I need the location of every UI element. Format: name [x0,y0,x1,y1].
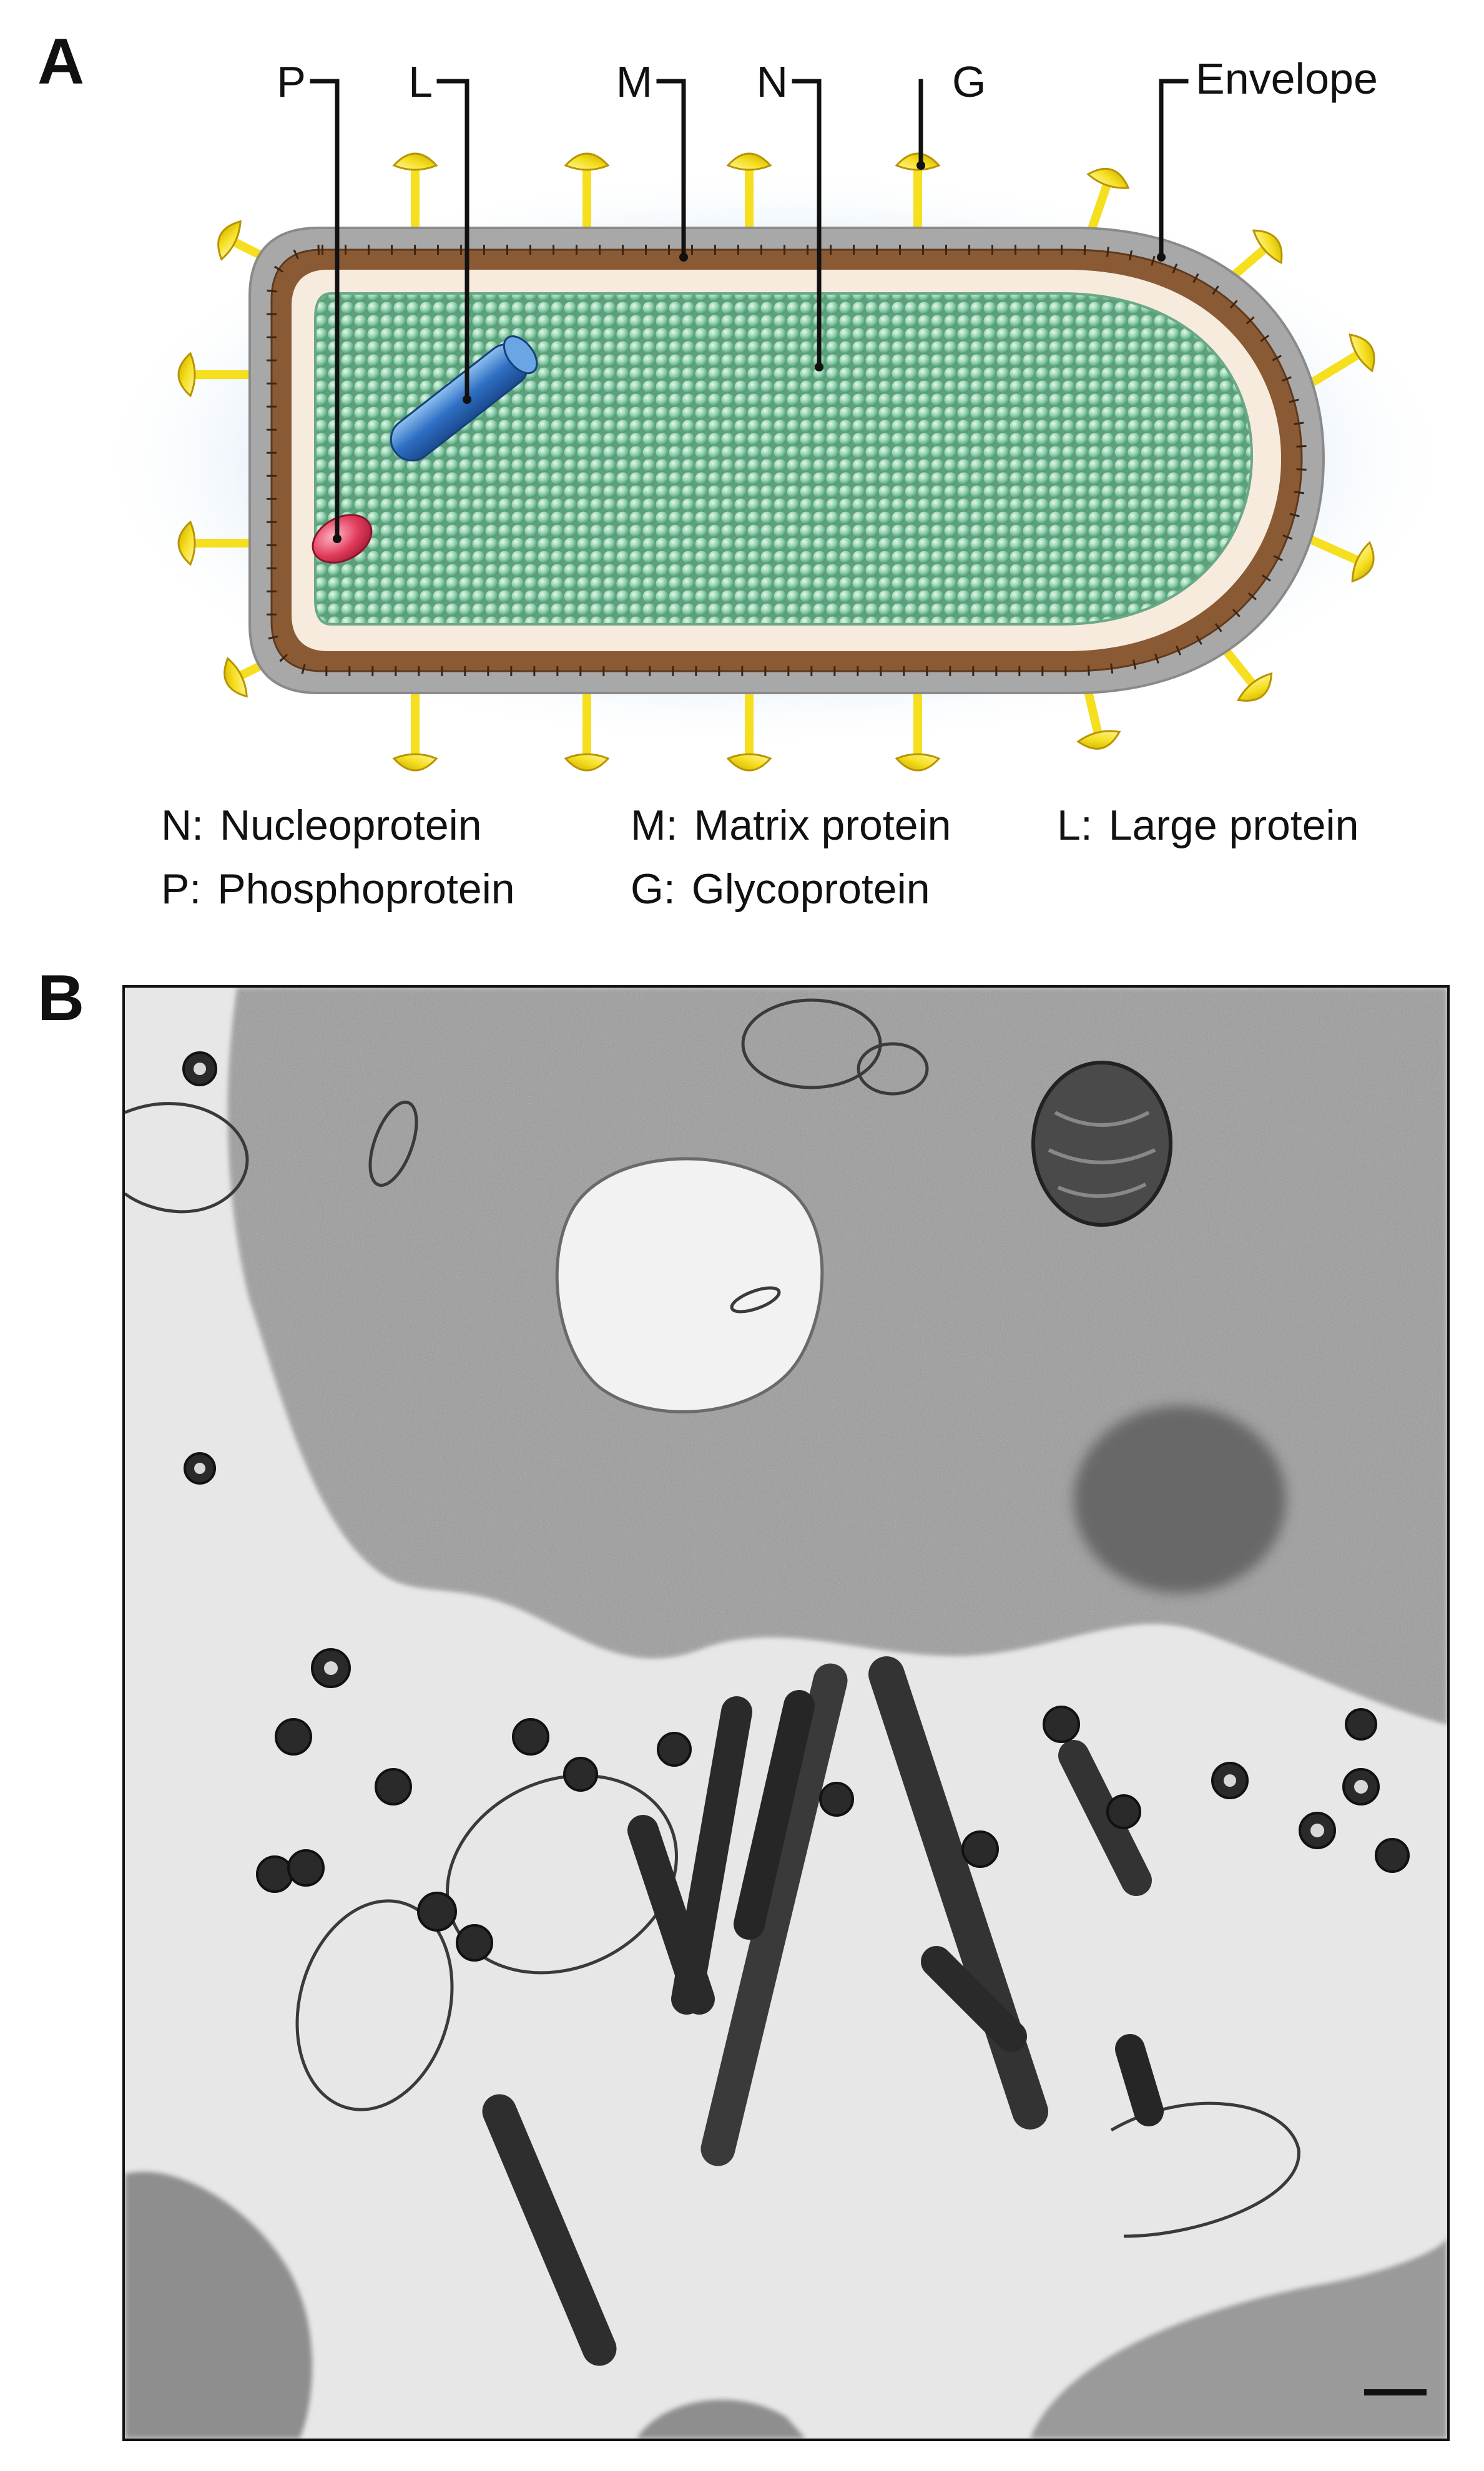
glycoprotein-stalk [1303,533,1363,566]
glycoprotein-head [726,152,772,171]
glycoprotein-head [1237,672,1273,702]
virion-rods [482,1656,1164,2366]
legend-nucleoprotein: N: Nucleoprotein [161,801,482,850]
glycoprotein-head [224,657,248,698]
glycoprotein-head [1349,333,1375,373]
glycoprotein-head [1351,541,1375,583]
callout-p: P [277,57,306,106]
mitochondrion [1031,1061,1172,1227]
callout-envelope: Envelope [1196,54,1378,103]
legend-name: Glycoprotein [691,865,930,913]
glycoprotein-head [564,753,610,772]
dense-region [1074,1406,1286,1593]
glycoprotein-head [726,753,772,772]
glycoprotein-head [895,753,941,772]
glycoprotein-head [895,152,941,171]
callout-lines [310,79,1189,541]
glycoprotein-stalk [1085,179,1113,238]
legend-large-protein: L: Large protein [1057,801,1359,850]
glycoprotein-head [1076,730,1121,750]
virion-cross-sections [182,1051,1410,1962]
glycoprotein-head [217,220,242,261]
scale-bar [1364,2389,1427,2395]
glycoprotein-stalk [1302,349,1364,391]
vacuole [555,1157,824,1413]
legend-name: Matrix protein [694,802,951,849]
panel-a-letter: A [37,26,85,98]
cell-fragment-bottom [1030,2236,1447,2439]
legend-matrix-protein: M: Matrix protein [631,801,951,850]
callout-n: N [756,57,788,106]
electron-micrograph [122,985,1450,2441]
glycoprotein-head [1086,168,1130,189]
legend-abbr: P: [161,865,202,913]
phosphoprotein [312,514,373,564]
legend-abbr: L: [1057,802,1093,849]
glycoprotein-head [177,520,196,566]
legend-name: Nucleoprotein [220,802,482,849]
callout-m: M [616,57,652,106]
legend-abbr: N: [161,802,204,849]
legend-glycoprotein: G: Glycoprotein [631,865,930,913]
legend-name: Large protein [1108,802,1359,849]
vesicles [125,998,1300,2238]
legend-abbr: M: [631,802,678,849]
glycoprotein-head [1252,229,1283,265]
glycoprotein-head [392,753,438,772]
glycoprotein-head [564,152,610,171]
legend-phosphoprotein: P: Phosphoprotein [161,865,515,913]
callout-g: G [952,57,986,106]
legend-name: Phosphoprotein [217,865,515,913]
large-protein [390,335,538,462]
glycoprotein-head [392,152,438,171]
glycoprotein-head [177,351,196,398]
nucleoprotein-core [315,293,1252,624]
legend-abbr: G: [631,865,676,913]
callout-l: L [408,57,433,106]
virion-diagram: P L M N G Envelope [87,54,1461,772]
panel-b-letter: B [37,962,85,1034]
